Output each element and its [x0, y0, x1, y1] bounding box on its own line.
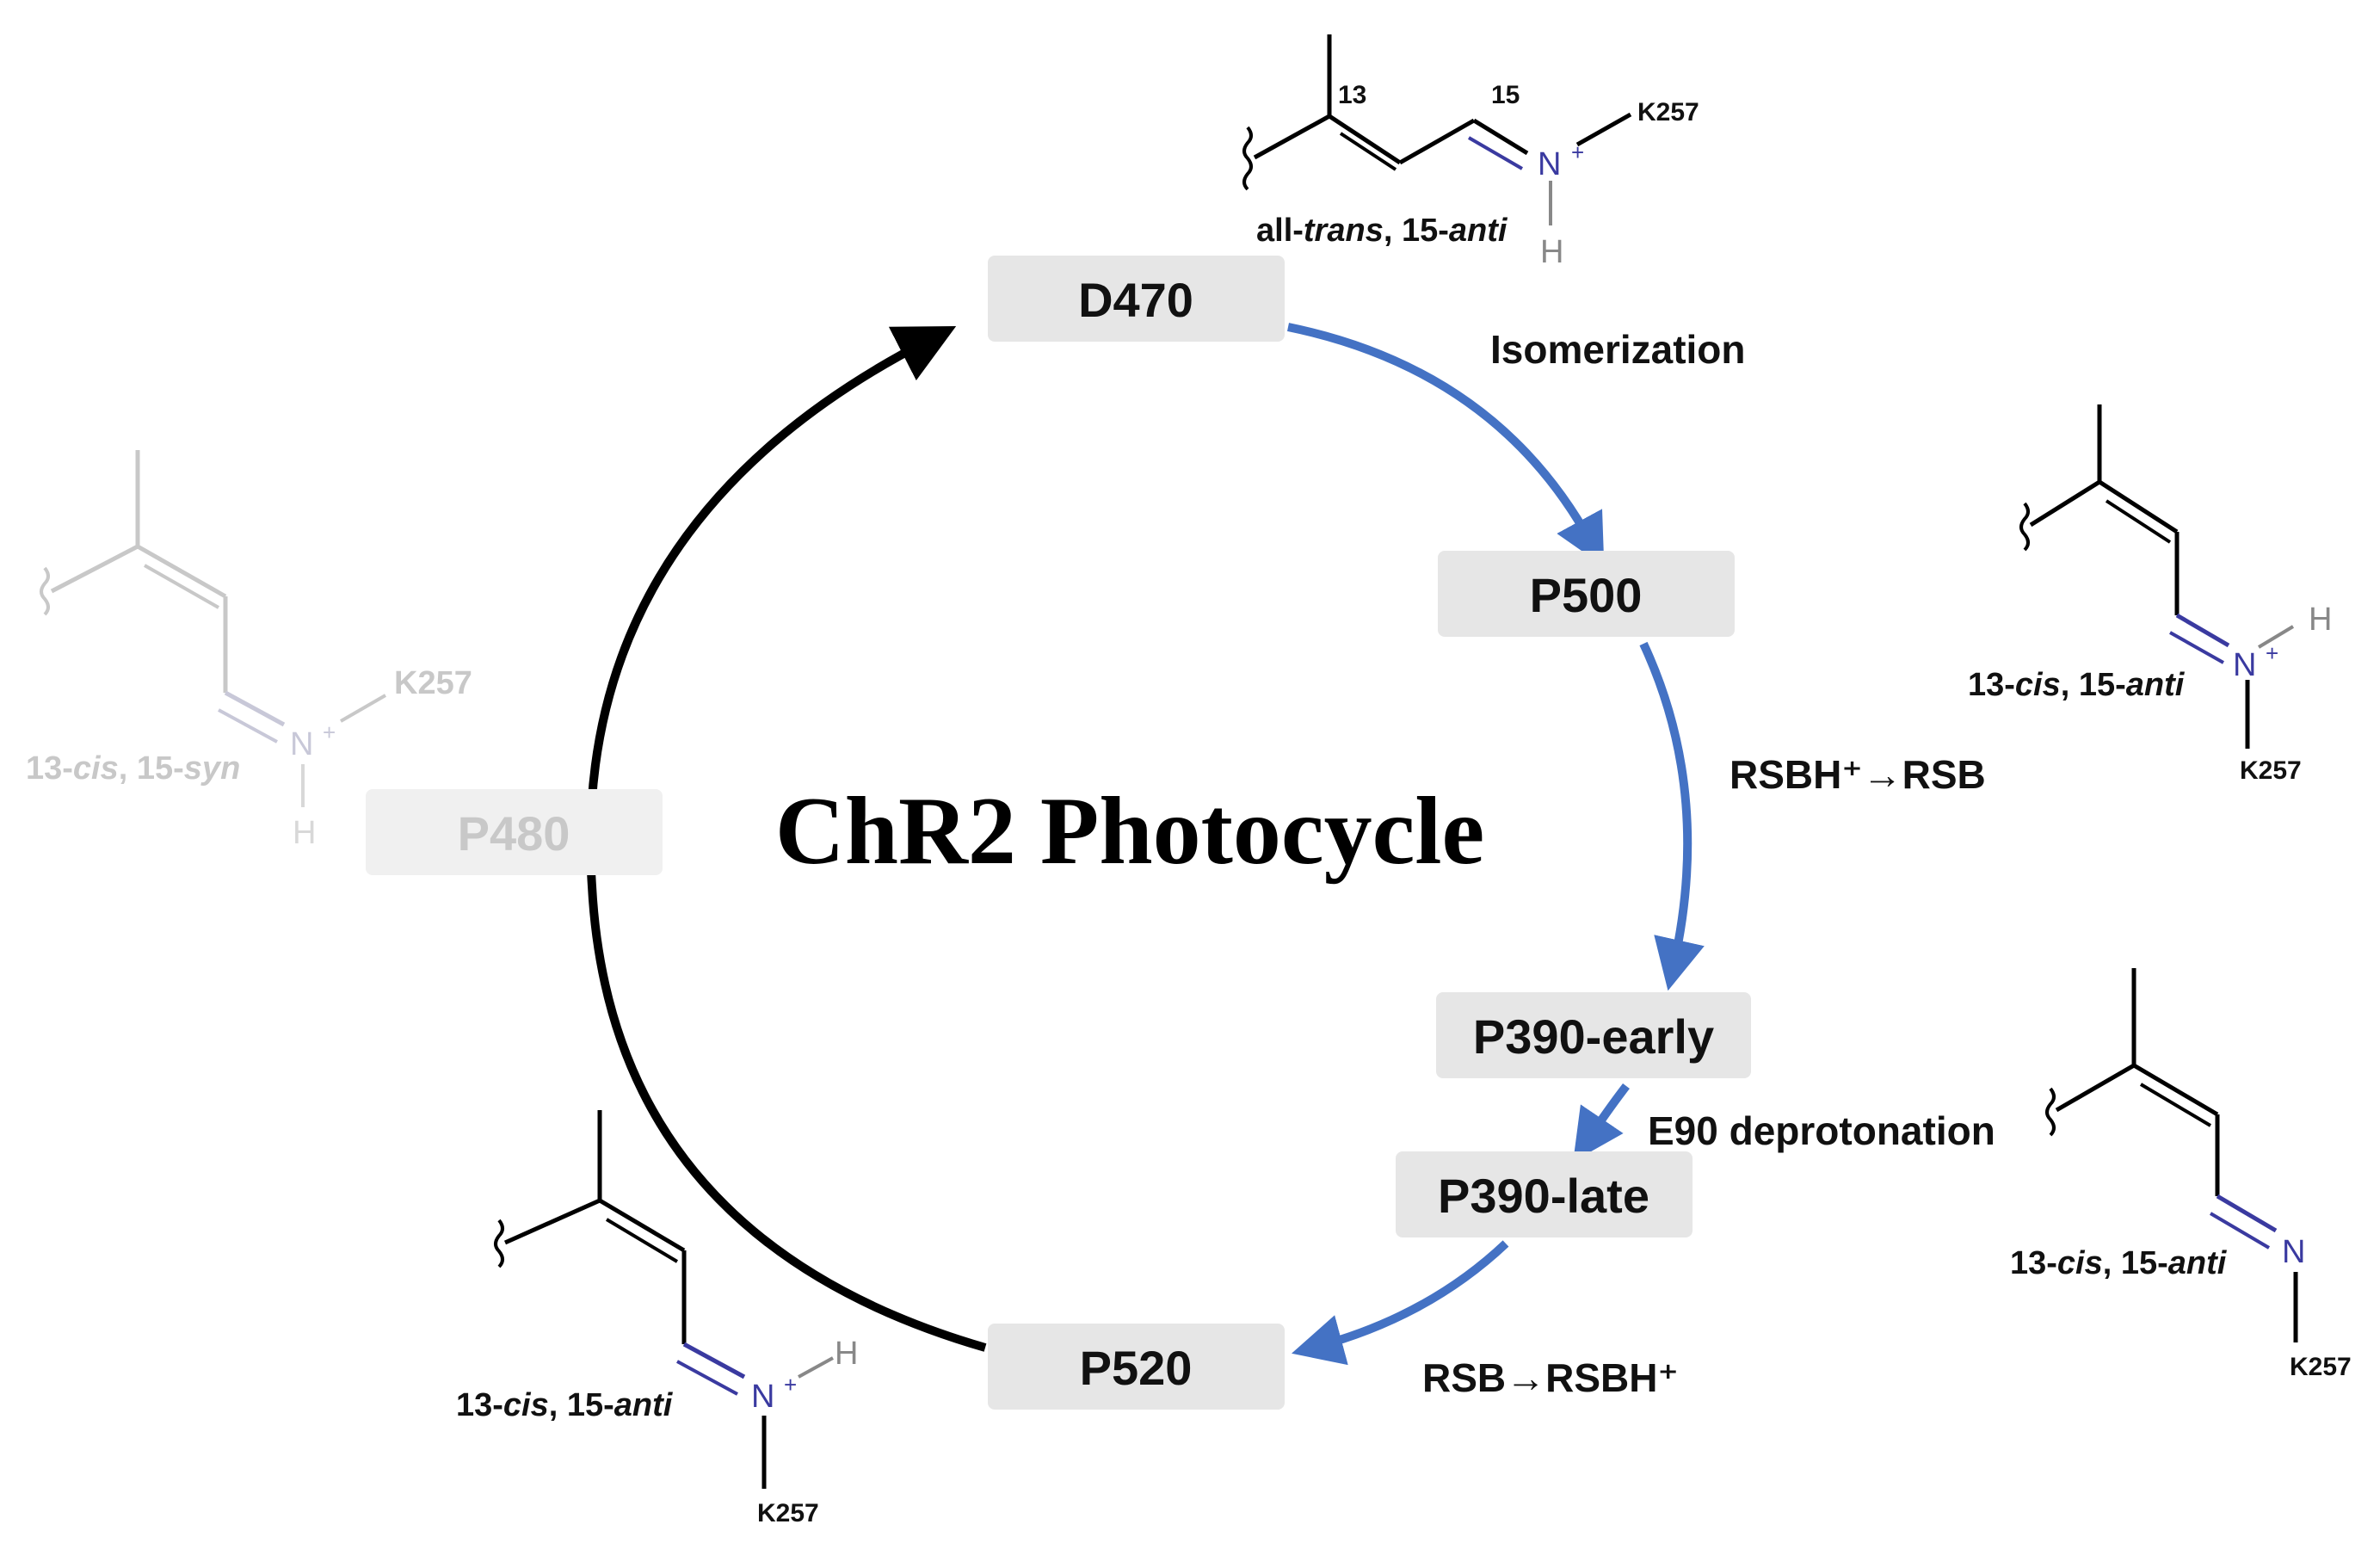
state-p500: P500	[1438, 551, 1735, 637]
all-trans-conformation: all-trans, 15-anti	[1256, 213, 1508, 249]
p520-n: N	[751, 1379, 774, 1415]
state-p520: P520	[988, 1324, 1285, 1410]
p500-plus: +	[2266, 640, 2278, 666]
arrow-p520-to-d470	[586, 326, 987, 1352]
p500-conformation: 13-cis, 15-anti	[1968, 667, 2186, 703]
all-trans-plus: +	[1571, 139, 1584, 165]
label-rsbh-to-rsb: RSBH⁺→RSB	[1730, 752, 1986, 797]
diagram-title: ChR2 Photocycle	[775, 778, 1484, 885]
all-trans-h: H	[1540, 234, 1563, 270]
p480-h: H	[293, 815, 316, 851]
arrow-p390-early-to-p390-late	[1573, 1083, 1630, 1162]
state-p390-early-label: P390-early	[1473, 1009, 1714, 1064]
structure-p480: N + H K257 13-cis, 15-syn	[26, 450, 472, 851]
state-p500-label: P500	[1530, 568, 1643, 622]
structure-p520: N + H K257 13-cis, 15-anti	[456, 1110, 858, 1527]
p520-k257: K257	[757, 1499, 819, 1527]
state-p480: P480	[366, 789, 663, 875]
label-e90-deprotonation: E90 deprotonation	[1648, 1108, 1995, 1153]
state-p520-label: P520	[1080, 1341, 1193, 1395]
p390-k257: K257	[2290, 1353, 2352, 1381]
p500-n: N	[2233, 647, 2256, 683]
p500-h: H	[2309, 602, 2332, 638]
state-p390-late-label: P390-late	[1438, 1169, 1649, 1223]
all-trans-c15: 15	[1491, 81, 1520, 109]
arrow-d470-to-p500	[1286, 323, 1605, 567]
all-trans-c13: 13	[1338, 81, 1366, 109]
label-isomerization: Isomerization	[1490, 327, 1746, 372]
structure-p390: N K257 13-cis, 15-anti	[2010, 968, 2352, 1381]
label-rsb-to-rsbh: RSB→RSBH⁺	[1422, 1355, 1679, 1400]
all-trans-n: N	[1538, 146, 1561, 182]
state-d470: D470	[988, 256, 1285, 342]
p480-n: N	[290, 726, 313, 762]
p500-k257: K257	[2240, 756, 2302, 785]
p390-n: N	[2282, 1234, 2305, 1270]
state-d470-label: D470	[1078, 273, 1193, 327]
p480-conformation: 13-cis, 15-syn	[26, 750, 240, 787]
p520-h: H	[835, 1336, 858, 1372]
p480-plus: +	[323, 719, 336, 745]
p390-conformation: 13-cis, 15-anti	[2010, 1245, 2228, 1281]
structure-p500: N + H K257 13-cis, 15-anti	[1968, 404, 2332, 785]
all-trans-k257: K257	[1637, 98, 1699, 127]
structure-all-trans: N + H K257 13 15 all-trans, 15-anti	[1242, 34, 1699, 270]
arrow-p500-to-p390-early	[1639, 641, 1705, 991]
p520-conformation: 13-cis, 15-anti	[456, 1387, 674, 1423]
p480-k257: K257	[394, 665, 472, 701]
arrow-p390-late-to-p520	[1292, 1240, 1509, 1366]
state-p390-early: P390-early	[1436, 992, 1751, 1078]
state-p390-late: P390-late	[1396, 1151, 1693, 1237]
state-p480-label: P480	[458, 806, 570, 861]
p520-plus: +	[784, 1372, 797, 1398]
